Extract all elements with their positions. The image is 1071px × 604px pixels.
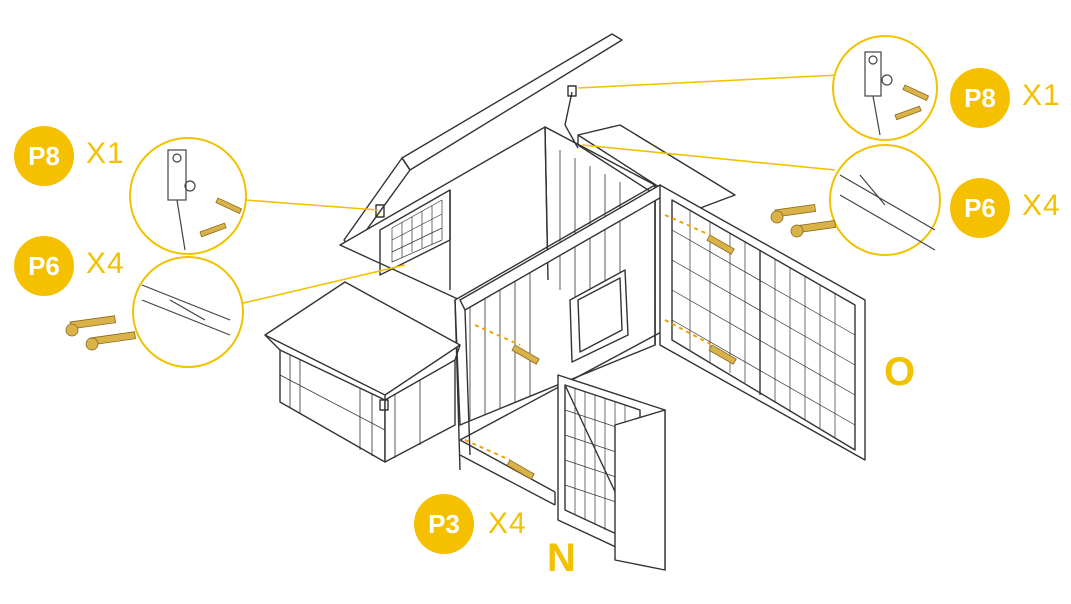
part-badge: P6 bbox=[14, 236, 74, 296]
part-badge: P8 bbox=[14, 126, 74, 186]
part-badge: P3 bbox=[414, 494, 474, 554]
run-frame bbox=[459, 184, 666, 506]
roof-hinge bbox=[375, 85, 579, 218]
quantity-label: X1 bbox=[86, 137, 125, 170]
side-panel-o bbox=[659, 184, 866, 461]
quantity-label: X1 bbox=[1022, 79, 1061, 112]
quantity-label: X4 bbox=[1022, 189, 1061, 222]
coop-house bbox=[339, 126, 656, 471]
part-letter-n: N bbox=[547, 536, 576, 580]
part-badge: P6 bbox=[950, 178, 1010, 238]
quantity-label: X4 bbox=[488, 507, 527, 540]
door-panel-n bbox=[557, 374, 666, 571]
part-badge: P8 bbox=[950, 68, 1010, 128]
nesting-box bbox=[264, 281, 461, 463]
part-letter-o: O bbox=[884, 350, 916, 394]
screw-markers bbox=[506, 234, 737, 480]
quantity-label: X4 bbox=[86, 247, 125, 280]
roof-lid bbox=[343, 33, 623, 251]
